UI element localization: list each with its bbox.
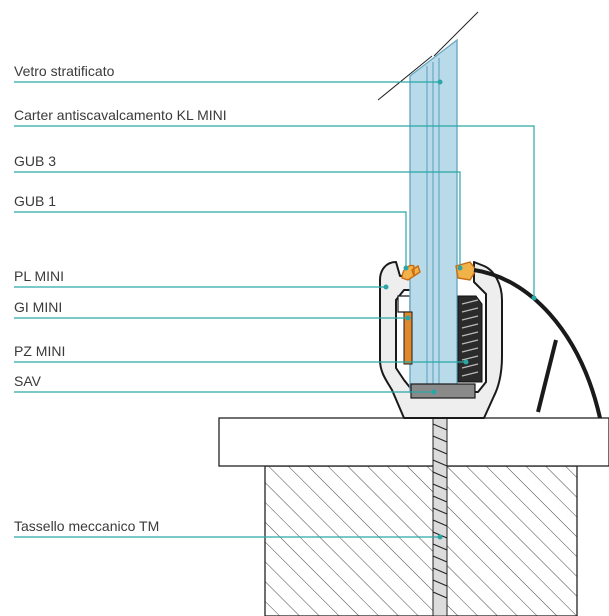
label-pz-mini: PZ MINI (14, 343, 65, 359)
gi-mini-gasket (403, 311, 413, 365)
concrete-base (264, 465, 578, 616)
label-gub-1: GUB 1 (14, 193, 56, 209)
laminated-glass (377, 11, 479, 393)
pz-mini-wedge (457, 295, 483, 383)
leader-lines (14, 79, 537, 540)
carter-kl-mini (473, 268, 602, 419)
labels: Vetro stratificato Carter antiscavalcame… (14, 63, 227, 534)
label-carter-kl-mini: Carter antiscavalcamento KL MINI (14, 107, 227, 123)
sav-block (410, 383, 476, 399)
label-vetro-stratificato: Vetro stratificato (14, 63, 115, 79)
label-gub-3: GUB 3 (14, 153, 56, 169)
floor-slab (218, 417, 609, 467)
break-line-left (377, 55, 433, 101)
label-pl-mini: PL MINI (14, 268, 64, 284)
break-line-right (433, 11, 479, 57)
label-sav: SAV (14, 373, 42, 389)
label-gi-mini: GI MINI (14, 299, 62, 315)
anchor-bolt (432, 397, 448, 616)
label-tassello-tm: Tassello meccanico TM (14, 518, 159, 534)
